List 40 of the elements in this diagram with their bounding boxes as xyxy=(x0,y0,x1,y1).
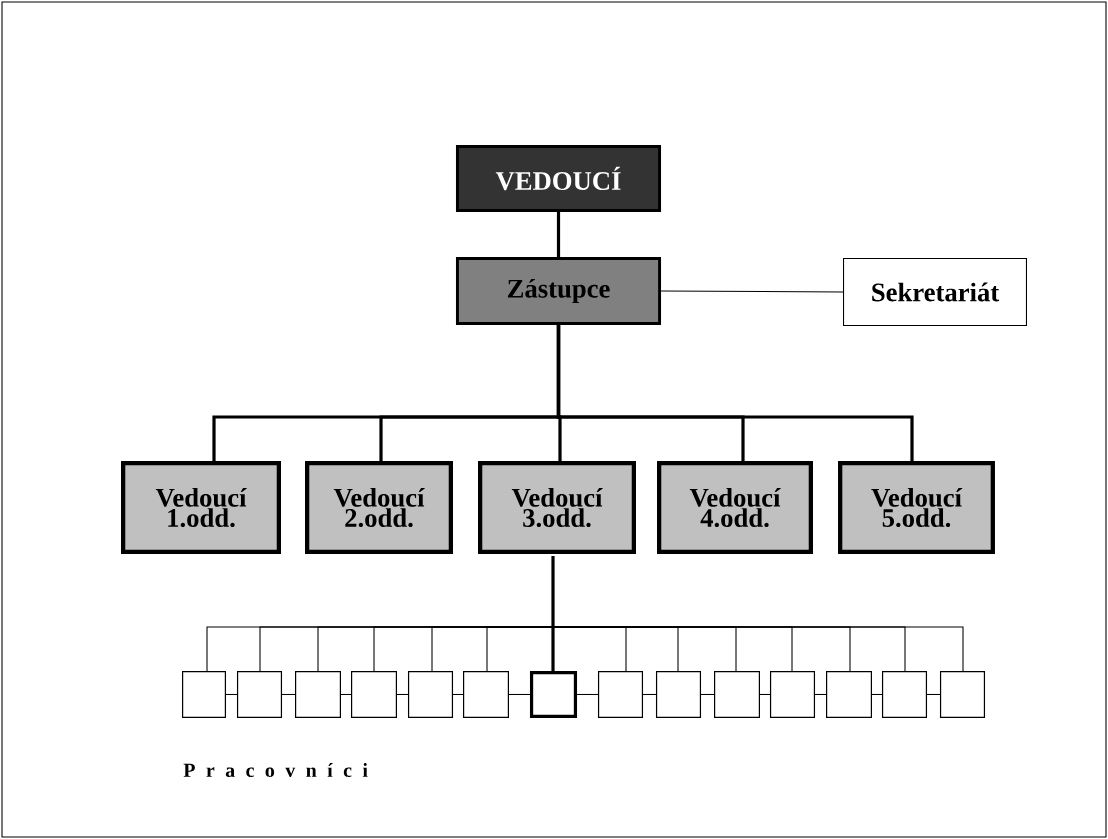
department-box: Vedoucí 5.odd. xyxy=(838,461,995,554)
staff-box xyxy=(655,670,702,719)
department-box: Vedoucí 1.odd. xyxy=(121,461,281,554)
connector-line xyxy=(225,693,238,696)
department-box: Vedoucí 4.odd. xyxy=(657,461,813,554)
office-box: Sekretariát xyxy=(843,258,1027,326)
staff-box xyxy=(714,670,760,719)
deputy-box: Zástupce xyxy=(455,257,662,325)
connector-line xyxy=(556,325,914,461)
staff-box xyxy=(769,670,816,719)
staff-box xyxy=(463,670,509,719)
connector-line xyxy=(926,693,941,696)
staff-box xyxy=(236,670,283,719)
connector-line xyxy=(642,693,657,696)
head-box: VEDOUCÍ xyxy=(455,145,662,212)
connector-line xyxy=(700,693,715,696)
staff-box xyxy=(407,670,454,719)
staff-box xyxy=(826,670,872,719)
department-box: Vedoucí 3.odd. xyxy=(478,461,636,554)
connector-line xyxy=(660,290,844,293)
staff-box xyxy=(182,670,226,719)
staff-box xyxy=(529,670,578,719)
caption-text: P r a c o v n í c i xyxy=(183,762,368,778)
connector-line xyxy=(759,693,771,696)
staff-box xyxy=(351,670,397,719)
staff-box xyxy=(939,670,986,719)
connector-line xyxy=(551,556,555,671)
connector-line xyxy=(576,693,599,696)
staff-box xyxy=(597,670,644,719)
connector-line xyxy=(814,693,827,696)
connector-line xyxy=(340,693,352,696)
connector-line xyxy=(281,693,296,696)
staff-box xyxy=(881,670,928,719)
connector-line xyxy=(871,693,883,696)
department-box: Vedoucí 2.odd. xyxy=(305,461,453,554)
connector-line xyxy=(396,693,409,696)
connector-line xyxy=(556,211,561,257)
staff-box xyxy=(295,670,341,719)
connector-line xyxy=(452,693,464,696)
connector-line xyxy=(508,693,531,696)
